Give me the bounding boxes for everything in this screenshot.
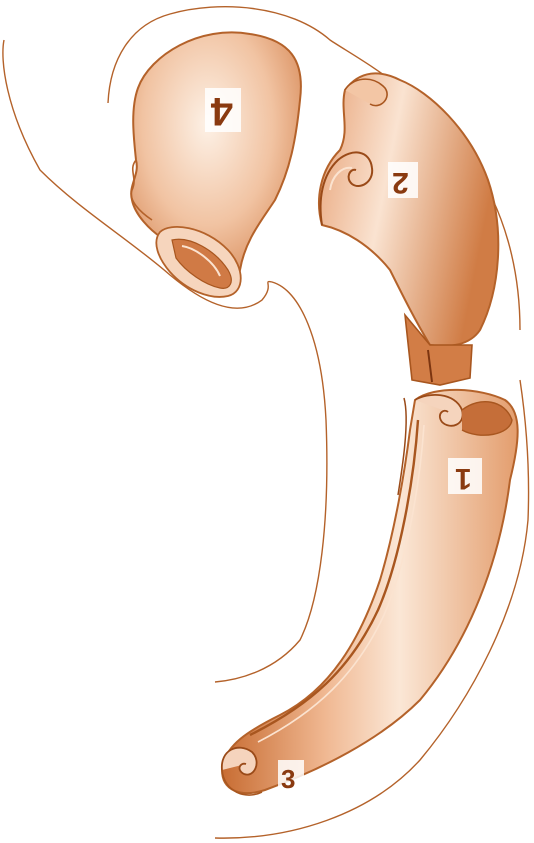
label-part-1: 1 — [455, 462, 472, 495]
label-part-4: 4 — [210, 89, 233, 133]
part-2-scroll — [319, 73, 498, 385]
label-part-3: 3 — [281, 764, 295, 794]
label-part-2: 2 — [392, 166, 409, 199]
part-4-bulb — [131, 32, 301, 296]
part-1-3-tube — [222, 390, 518, 795]
